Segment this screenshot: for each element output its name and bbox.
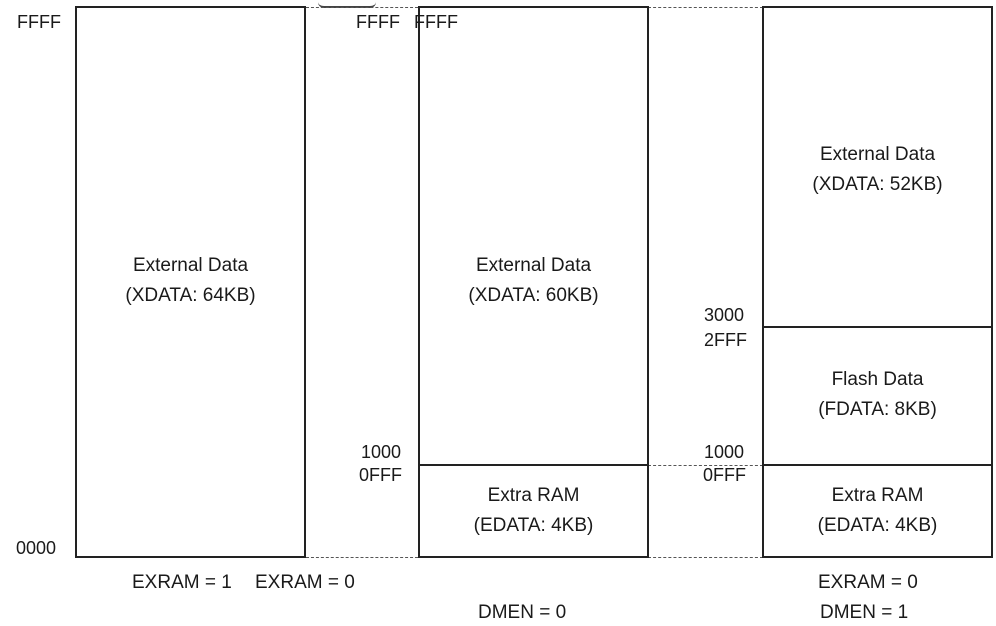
region-xdata-52kb: External Data (XDATA: 52KB) <box>764 140 991 200</box>
region-title: External Data <box>819 144 936 165</box>
region-title: Extra RAM <box>831 485 924 506</box>
region-size: (XDATA: 52KB) <box>812 174 943 195</box>
memory-map-exram1: External Data (XDATA: 64KB) <box>75 6 306 558</box>
region-edata-4kb: Extra RAM (EDATA: 4KB) <box>764 481 991 541</box>
address-2fff: 2FFF <box>704 330 747 350</box>
address-bottom-col1: 0000 <box>16 538 57 558</box>
dashed-line-top-right <box>648 7 763 8</box>
region-title: Extra RAM <box>487 485 580 506</box>
region-fdata-8kb: Flash Data (FDATA: 8KB) <box>764 365 991 425</box>
address-boundary-lower-col2: 0FFF <box>359 465 402 485</box>
memory-map-exram0-dmen0: External Data (XDATA: 60KB) Extra RAM (E… <box>418 6 649 558</box>
address-top-col1: FFFF <box>17 12 61 32</box>
dashed-line-bottom-left <box>306 557 418 558</box>
address-3000: 3000 <box>704 305 745 325</box>
region-size: (XDATA: 60KB) <box>468 285 599 306</box>
dashed-line-top-left <box>306 7 418 8</box>
region-size: (FDATA: 8KB) <box>818 399 937 420</box>
address-1000-col3: 1000 <box>704 442 745 462</box>
region-size: (EDATA: 4KB) <box>817 515 938 536</box>
region-xdata-60kb: External Data (XDATA: 60KB) <box>420 251 647 311</box>
caption-exram-0-col3: EXRAM = 0 <box>818 572 918 593</box>
dashed-line-boundary-1000 <box>648 465 763 466</box>
region-title: Flash Data <box>831 369 924 390</box>
address-top-col3: FFFF <box>414 12 458 32</box>
caption-dmen-1: DMEN = 1 <box>820 602 909 623</box>
boundary-line-1000-col3 <box>762 464 993 466</box>
caption-exram-1: EXRAM = 1 <box>132 572 232 593</box>
caption-dmen-0: DMEN = 0 <box>478 602 567 623</box>
caption-exram-0-col2: EXRAM = 0 <box>255 572 355 593</box>
region-edata-4kb: Extra RAM (EDATA: 4KB) <box>420 481 647 541</box>
address-boundary-upper-col2: 1000 <box>361 442 402 462</box>
region-title: External Data <box>132 255 249 276</box>
memory-map-exram0-dmen1: External Data (XDATA: 52KB) Flash Data (… <box>762 6 993 558</box>
region-size: (XDATA: 64KB) <box>125 285 256 306</box>
region-title: External Data <box>475 255 592 276</box>
boundary-line-3000 <box>762 326 993 328</box>
address-0fff-col3: 0FFF <box>703 465 746 485</box>
region-xdata-64kb: External Data (XDATA: 64KB) <box>77 251 304 311</box>
dashed-line-bottom-right <box>648 557 763 558</box>
region-size: (EDATA: 4KB) <box>473 515 594 536</box>
address-top-col2: FFFF <box>356 12 400 32</box>
boundary-line-col2 <box>418 464 649 466</box>
